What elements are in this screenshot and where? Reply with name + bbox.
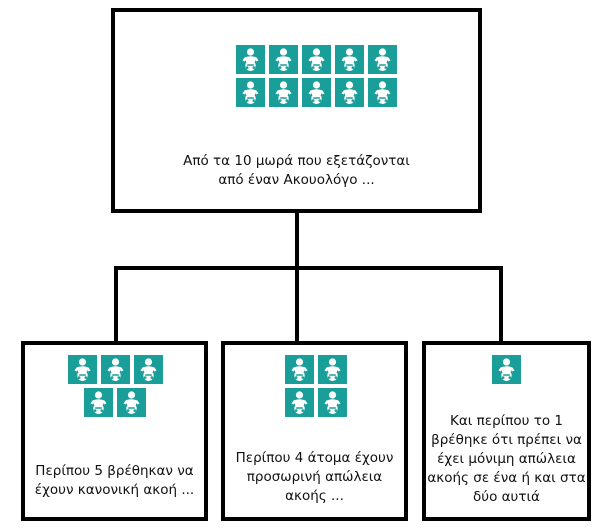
baby-icon <box>117 388 146 417</box>
baby-icon <box>269 45 298 74</box>
top-icon-grid <box>236 45 397 107</box>
baby-icon <box>285 355 314 384</box>
top-box: Από τα 10 μωρά που εξετάζονται από έναν … <box>111 8 482 213</box>
permanent-loss-caption-line5: δύο αυτιά <box>473 489 540 505</box>
normal-hearing-box: Περίπου 5 βρέθηκαν να έχουν κανονική ακο… <box>21 341 208 521</box>
temporary-loss-icon-grid <box>285 355 347 417</box>
connector-horizontal <box>114 266 503 270</box>
baby-icon <box>134 355 163 384</box>
temporary-loss-box: Περίπου 4 άτομα έχουν προσωρινή απώλεια … <box>221 341 408 521</box>
permanent-loss-caption-line4: ακοής σε ένα ή και στα <box>427 470 586 486</box>
baby-icon <box>302 45 331 74</box>
permanent-loss-caption-line2: βρέθηκε ότι πρέπει να <box>431 432 582 448</box>
top-caption: Από τα 10 μωρά που εξετάζονται από έναν … <box>115 152 478 190</box>
temporary-loss-caption-line2: προσωρινή απώλεια <box>246 469 383 485</box>
baby-icon <box>318 355 347 384</box>
permanent-loss-box: Και περίπου το 1 βρέθηκε ότι πρέπει να έ… <box>422 341 591 521</box>
temporary-loss-caption-line3: ακοής ... <box>285 488 344 504</box>
normal-hearing-caption-line1: Περίπου 5 βρέθηκαν να <box>35 463 194 479</box>
baby-icon <box>236 78 265 107</box>
top-caption-line2: από έναν Ακουολόγο ... <box>218 172 375 188</box>
temporary-loss-caption: Περίπου 4 άτομα έχουν προσωρινή απώλεια … <box>225 449 404 506</box>
connector-middle <box>295 266 299 343</box>
baby-icon <box>318 388 347 417</box>
permanent-loss-caption-line3: έχει μόνιμη απώλεια <box>437 451 576 467</box>
normal-hearing-caption: Περίπου 5 βρέθηκαν να έχουν κανονική ακο… <box>25 462 204 500</box>
baby-icon <box>302 78 331 107</box>
permanent-loss-icon-grid <box>492 355 521 384</box>
temporary-loss-caption-line1: Περίπου 4 άτομα έχουν <box>235 450 394 466</box>
baby-icon <box>285 388 314 417</box>
connector-left <box>114 266 118 343</box>
baby-icon <box>335 45 364 74</box>
connector-right <box>499 266 503 343</box>
baby-icon <box>368 45 397 74</box>
baby-icon <box>236 45 265 74</box>
baby-icon <box>368 78 397 107</box>
baby-icon <box>492 355 521 384</box>
baby-icon <box>101 355 130 384</box>
normal-hearing-icon-grid <box>68 355 163 384</box>
baby-icon <box>84 388 113 417</box>
baby-icon <box>335 78 364 107</box>
baby-icon <box>269 78 298 107</box>
permanent-loss-caption-line1: Και περίπου το 1 <box>450 413 563 429</box>
baby-icon <box>68 355 97 384</box>
permanent-loss-caption: Και περίπου το 1 βρέθηκε ότι πρέπει να έ… <box>426 412 587 507</box>
connector-trunk <box>295 212 299 268</box>
normal-hearing-icon-grid-row2 <box>84 388 146 417</box>
top-caption-line1: Από τα 10 μωρά που εξετάζονται <box>183 153 410 169</box>
normal-hearing-caption-line2: έχουν κανονική ακοή ... <box>34 482 195 498</box>
